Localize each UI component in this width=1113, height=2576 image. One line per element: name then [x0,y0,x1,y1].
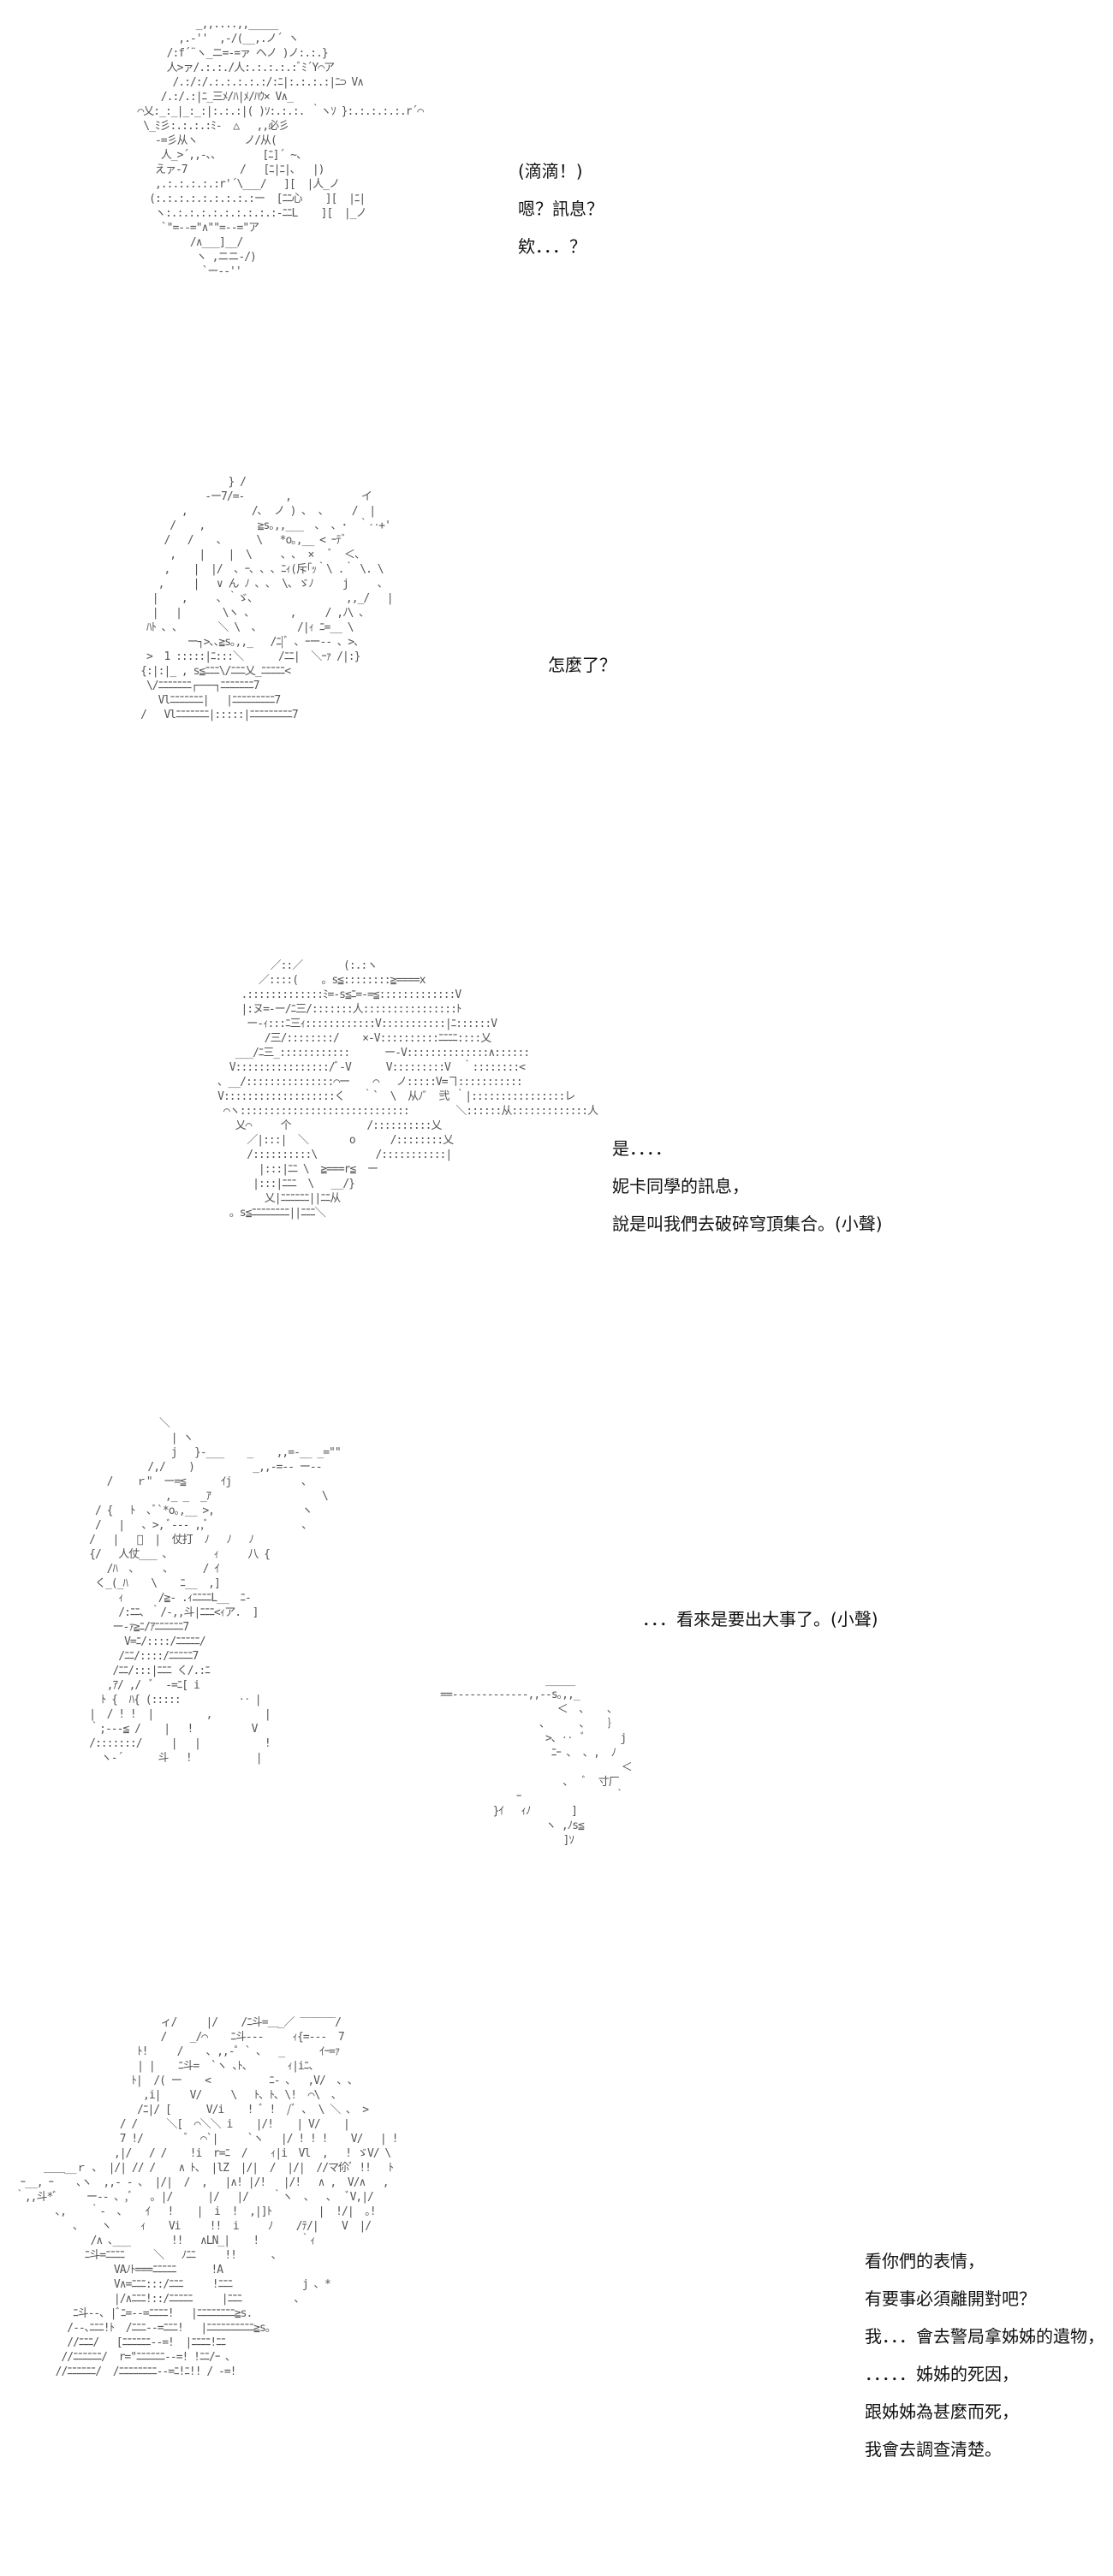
dialogue-line: 怎麼了？ [548,655,616,675]
ascii-art-coat-detail: _____ ==‐‐‐‐‐‐‐‐‐‐‐‐‐,,-‐s｡,,_ ＜ ､ ､ ､ ､… [440,1674,633,1847]
dialogue-line: 嗯？訊息？ [518,199,604,219]
comic-panel-4: ＼ | ヽ j }-___ _ ,,=-__ _="" /,/ ) _,,-=-… [0,1416,1113,2015]
dialogue-line: 我會去調查清楚。 [865,2439,1002,2460]
dialogue-box: ．．．看來是要出大事了。(小聲) [642,1600,878,1638]
dialogue-line: (滴滴！) [518,161,583,181]
dialogue-line: ．．．看來是要出大事了。(小聲) [642,1609,878,1629]
comic-panel-5: ィ/ |/ /ﾆ斗=＿_／ ‾‾‾‾‾‾/ / _/⌒ ﾆ斗--- ｨ{=---… [0,2015,1113,2555]
dialogue-line: 欸．．．？ [518,236,586,257]
ascii-art-character-walking: ＼ | ヽ j }-___ _ ,,=-__ _="" /,/ ) _,,-=-… [89,1417,342,1765]
comic-panel-2: } / -ー7/=- , イ , /､ ノ ) ､ 、 / | / , ≧s｡,… [0,475,1113,920]
comic-panel-1: _,,....,,_____ ,.-'' ,-/(__,.ノ´ ヽ /:f´¨ヽ… [0,17,1113,385]
ascii-art-character-portrait: } / -ー7/=- , イ , /､ ノ ) ､ 、 / | / , ≧s｡,… [140,476,393,721]
dialogue-line: 說是叫我們去破碎穹頂集合。(小聲) [612,1214,883,1234]
dialogue-line: ．．．．．姊姊的死因， [865,2364,1019,2384]
dialogue-line: 跟姊姊為甚麼而死， [865,2401,1019,2422]
dialogue-line: 是．．．． [612,1138,672,1159]
dialogue-line: 我．．．會去警局拿姊姊的遺物， [865,2326,1104,2347]
comic-panel-3: ／::／ (:.:ヽ ／::::( 。s≦::::::::≧====x .:::… [0,959,1113,1386]
ascii-art-character-determined: ィ/ |/ /ﾆ斗=＿_／ ‾‾‾‾‾‾/ / _/⌒ ﾆ斗--- ｨ{=---… [14,2016,399,2378]
dialogue-box: 怎麼了？ [548,646,616,684]
dialogue-line: 看你們的表情， [865,2251,985,2271]
dialogue-box: 是．．．． 妮卡同學的訊息， 說是叫我們去破碎穹頂集合。(小聲) [612,1130,883,1243]
ascii-art-character-closed-eyes: ／::／ (:.:ヽ ／::::( 。s≦::::::::≧====x .:::… [217,959,598,1220]
dialogue-line: 有要事必須離開對吧？ [865,2288,1036,2309]
dialogue-box: 看你們的表情， 有要事必須離開對吧？ 我．．．會去警局拿姊姊的遺物， ．．．．．… [865,2242,1104,2468]
ascii-art-character-phone: _,,....,,_____ ,.-'' ,-/(__,.ノ´ ヽ /:f´¨ヽ… [137,18,424,278]
dialogue-line: 妮卡同學的訊息， [612,1176,749,1196]
dialogue-box: (滴滴！) 嗯？訊息？ 欸．．．？ [518,152,604,265]
